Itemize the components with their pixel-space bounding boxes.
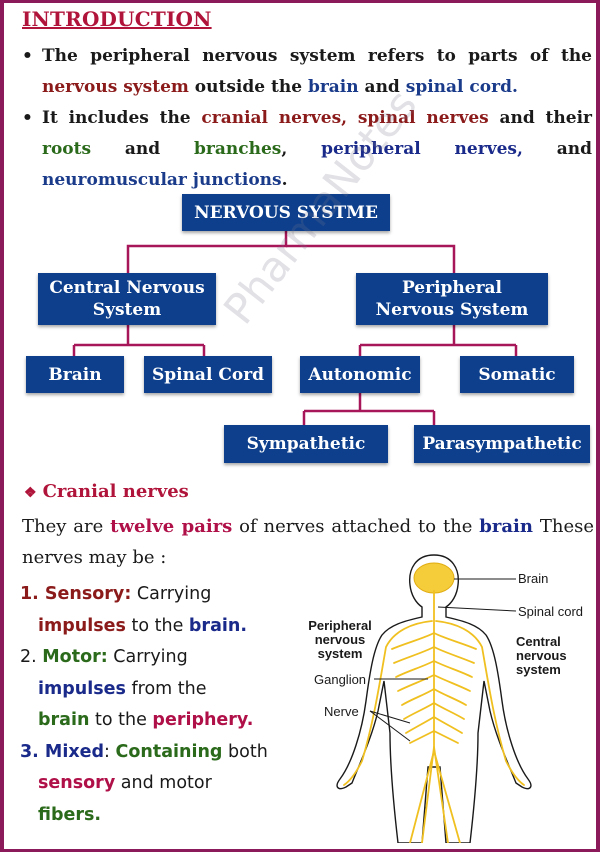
box-spinal-cord: Spinal Cord <box>144 356 272 393</box>
keyword-roots: roots <box>42 139 92 159</box>
keyword-cranial-spinal-nerves: cranial nerves, spinal nerves <box>201 108 489 128</box>
label-spinal-cord: Spinal cord <box>518 604 584 619</box>
keyword-peripheral-nerves: peripheral nerves, <box>321 139 523 159</box>
box-brain: Brain <box>26 356 124 393</box>
keyword-branches: branches <box>194 139 282 159</box>
keyword-neuromuscular-junctions: neuromuscular junctions <box>42 170 282 190</box>
type-sensory-line2: impulses to the brain. <box>38 615 247 636</box>
box-nervous-system: NERVOUS SYSTME <box>182 194 390 231</box>
keyword-twelve-pairs: twelve pairs <box>110 516 233 537</box>
page-title: INTRODUCTION <box>22 7 212 31</box>
bullet-pns-components: It includes the cranial nerves, spinal n… <box>18 103 592 196</box>
cranial-nerves-description: They are twelve pairs of nerves attached… <box>22 516 594 568</box>
keyword-brain-2: brain <box>479 516 533 537</box>
type-mixed-line1: 3. Mixed: Containing both <box>20 741 268 762</box>
cranial-nerve-types: 1. Sensory: Carrying impulses to the bra… <box>20 579 290 831</box>
bullet-pns-definition: The peripheral nervous system refers to … <box>18 41 592 103</box>
box-parasympathetic: Parasympathetic <box>414 425 590 463</box>
cranial-nerves-heading: ❖Cranial nerves <box>24 481 189 502</box>
connector-root-cns <box>126 231 288 273</box>
box-central-nervous-system: Central Nervous System <box>38 273 216 325</box>
diamond-bullet-icon: ❖ <box>24 485 37 501</box>
flowchart-connectors <box>72 231 518 425</box>
connector-pns-children <box>358 325 518 356</box>
type-motor-line3: brain to the periphery. <box>38 710 254 730</box>
label-peripheral-nervous-system: Peripheral nervous system <box>308 618 372 661</box>
type-motor-line1: 2. Motor: Carrying <box>20 647 188 667</box>
type-mixed-line3: fibers. <box>38 804 102 825</box>
keyword-spinal-cord: spinal cord. <box>405 77 518 97</box>
keyword-brain: brain <box>307 77 359 97</box>
box-autonomic: Autonomic <box>300 356 420 393</box>
connector-root-pns <box>286 244 456 273</box>
label-central-nervous-system: Central nervous system <box>516 634 567 677</box>
label-nerve: Nerve <box>324 704 359 719</box>
box-peripheral-nervous-system: Peripheral Nervous System <box>356 273 548 325</box>
type-sensory-line1: 1. Sensory: Carrying <box>20 584 212 604</box>
nervous-system-illustration: Brain Spinal cord Peripheral nervous sys… <box>294 551 599 844</box>
box-sympathetic: Sympathetic <box>224 425 388 463</box>
type-mixed-line2: sensory and motor <box>38 773 212 793</box>
label-brain: Brain <box>518 571 549 586</box>
keyword-nervous-system: nervous system <box>42 77 189 97</box>
connector-cns-children <box>72 325 206 356</box>
type-motor-line2: impulses from the <box>38 678 207 699</box>
connector-autonomic-children <box>302 393 436 425</box>
label-ganglion: Ganglion <box>314 672 367 687</box>
box-somatic: Somatic <box>460 356 574 393</box>
intro-bullets: The peripheral nervous system refers to … <box>18 41 592 196</box>
human-body-figure <box>336 554 532 844</box>
